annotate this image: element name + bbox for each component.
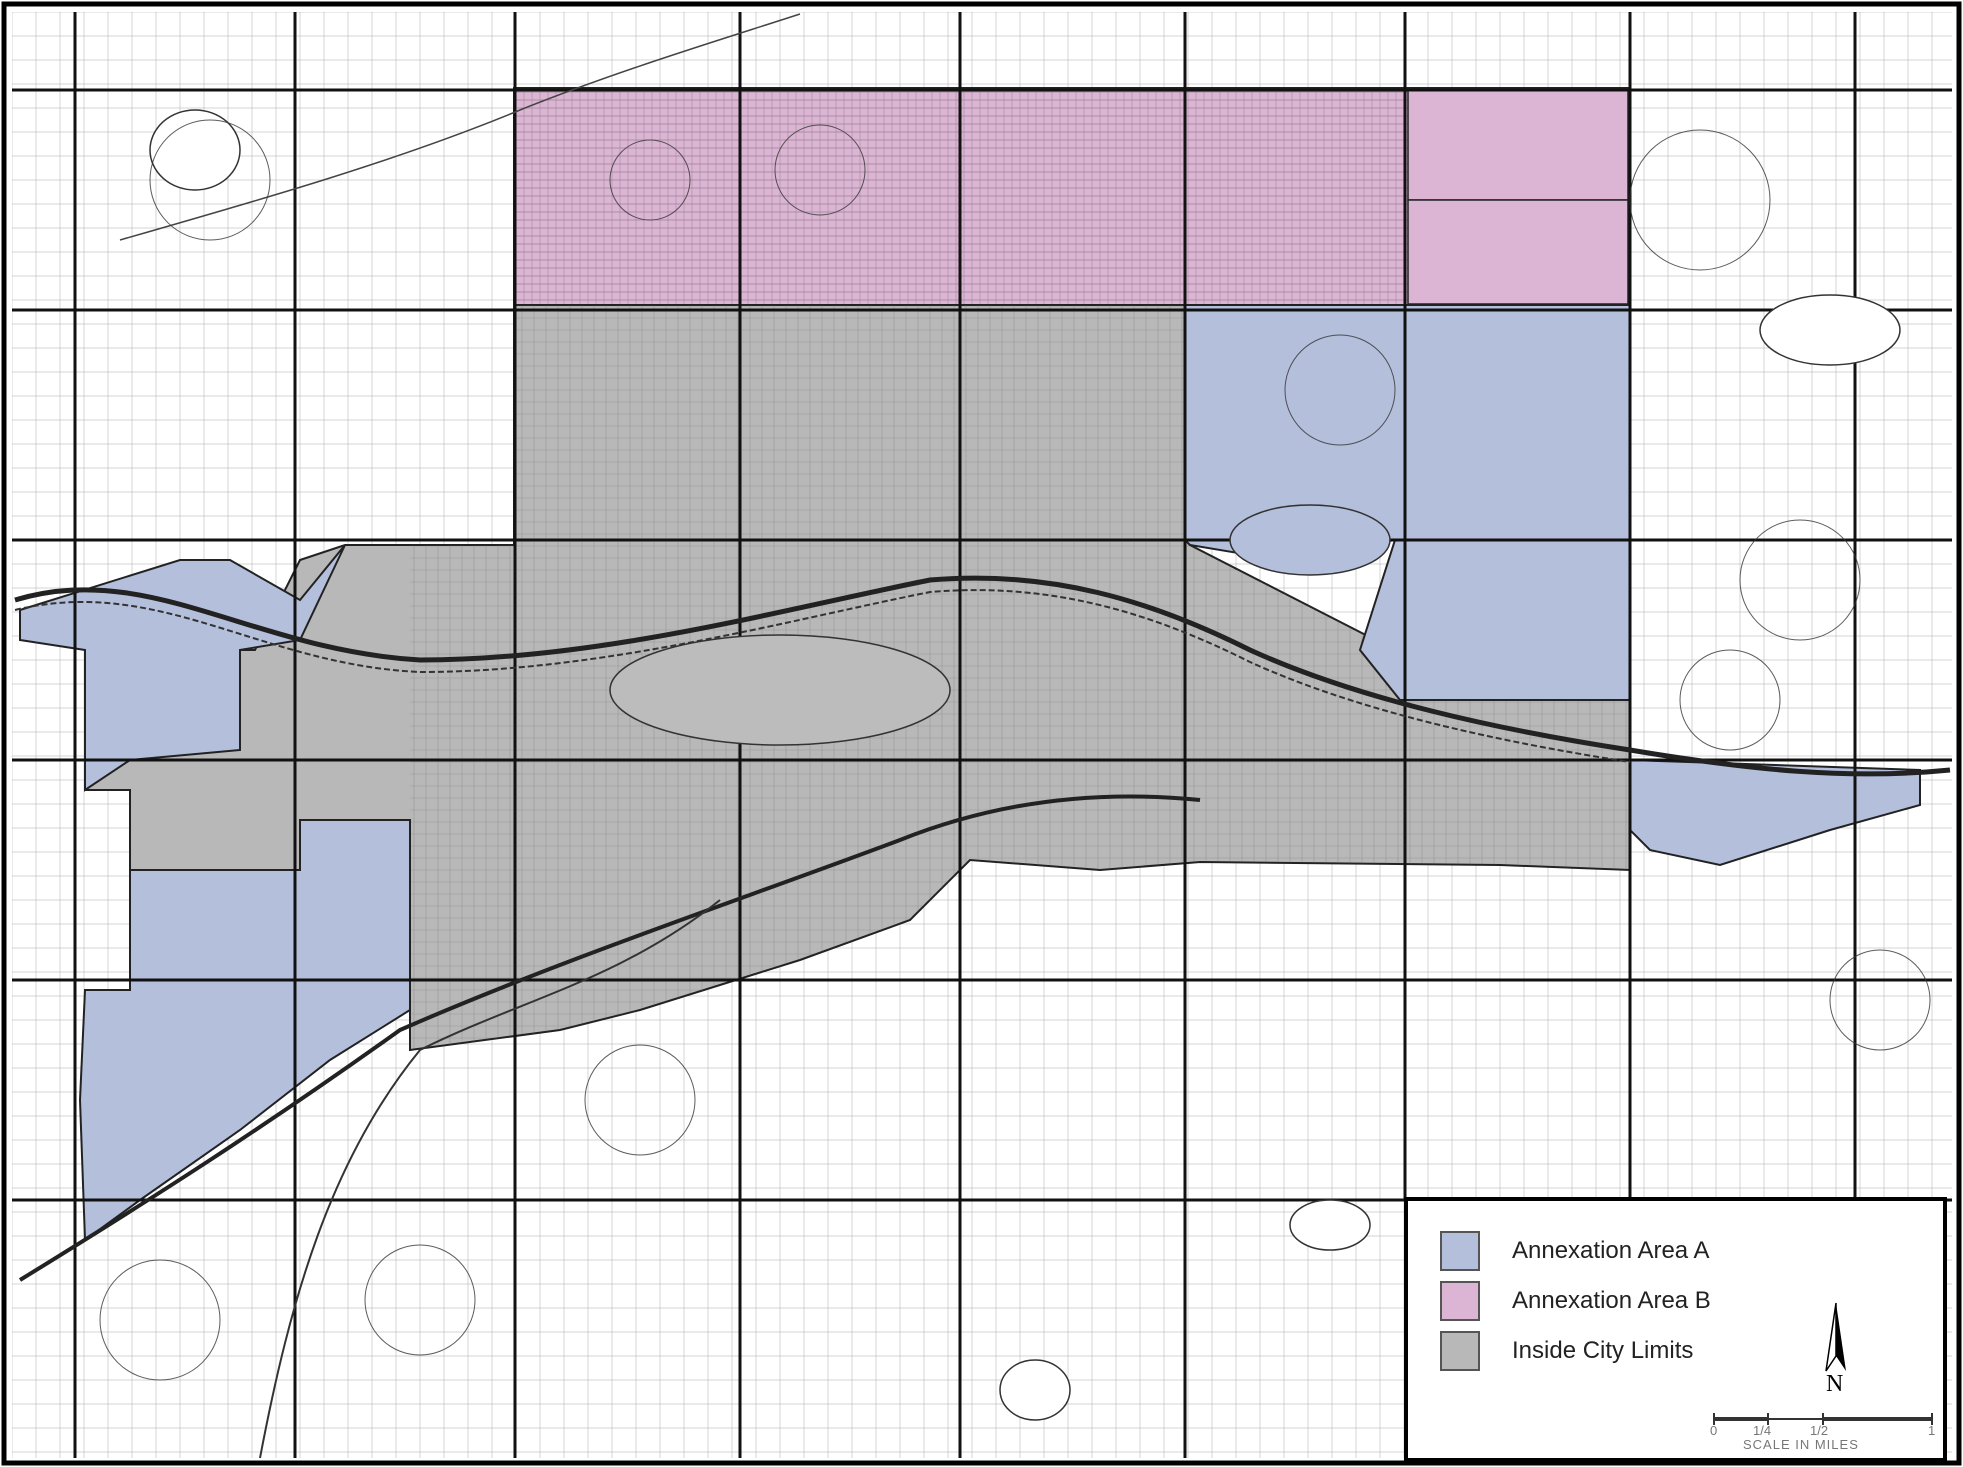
north-label: N — [1826, 1371, 1844, 1397]
southern-highway — [18, 794, 1201, 1282]
legend-item-annexation-area-a: Annexation Area A — [1440, 1229, 1709, 1273]
lake — [1289, 1199, 1371, 1251]
legend-label: Annexation Area A — [1512, 1237, 1710, 1264]
legend-swatch-city — [1440, 1331, 1480, 1371]
scale-tick-label: 1/4 — [1753, 1423, 1772, 1438]
legend-item-annexation-area-b: Annexation Area B — [1440, 1279, 1711, 1323]
lake — [149, 109, 241, 191]
scale-tick-label: 0 — [1710, 1423, 1718, 1438]
area-b-block — [1407, 199, 1629, 305]
lake — [609, 634, 951, 746]
subdivisions — [99, 119, 1931, 1381]
legend: Annexation Area A Annexation Area B Insi… — [1404, 1197, 1947, 1462]
lake — [1759, 294, 1901, 366]
lake — [999, 1359, 1071, 1421]
legend-swatch-area-b — [1440, 1281, 1480, 1321]
annexation-area-a — [1629, 758, 1921, 867]
annexation-area-a — [1358, 539, 1631, 701]
legend-label: Annexation Area B — [1512, 1287, 1711, 1314]
railroad — [14, 589, 1631, 763]
legend-swatch-area-a — [1440, 1231, 1480, 1271]
north-arrow-icon — [1825, 1302, 1846, 1372]
lake — [1229, 504, 1391, 576]
scale-tick-label: 1/2 — [1810, 1423, 1829, 1438]
scale-bar — [1713, 1413, 1933, 1425]
scale-title: SCALE IN MILES — [1743, 1437, 1859, 1452]
highway — [14, 575, 1951, 777]
creek — [119, 13, 801, 241]
annexation-area-a — [19, 544, 346, 792]
section-grid — [12, 12, 1952, 1458]
river — [259, 899, 721, 1459]
legend-label: Inside City Limits — [1512, 1337, 1694, 1364]
scale-tick-label: 1 — [1928, 1423, 1936, 1438]
legend-item-inside-city-limits: Inside City Limits — [1440, 1329, 1693, 1373]
area-b-block — [1407, 89, 1629, 201]
